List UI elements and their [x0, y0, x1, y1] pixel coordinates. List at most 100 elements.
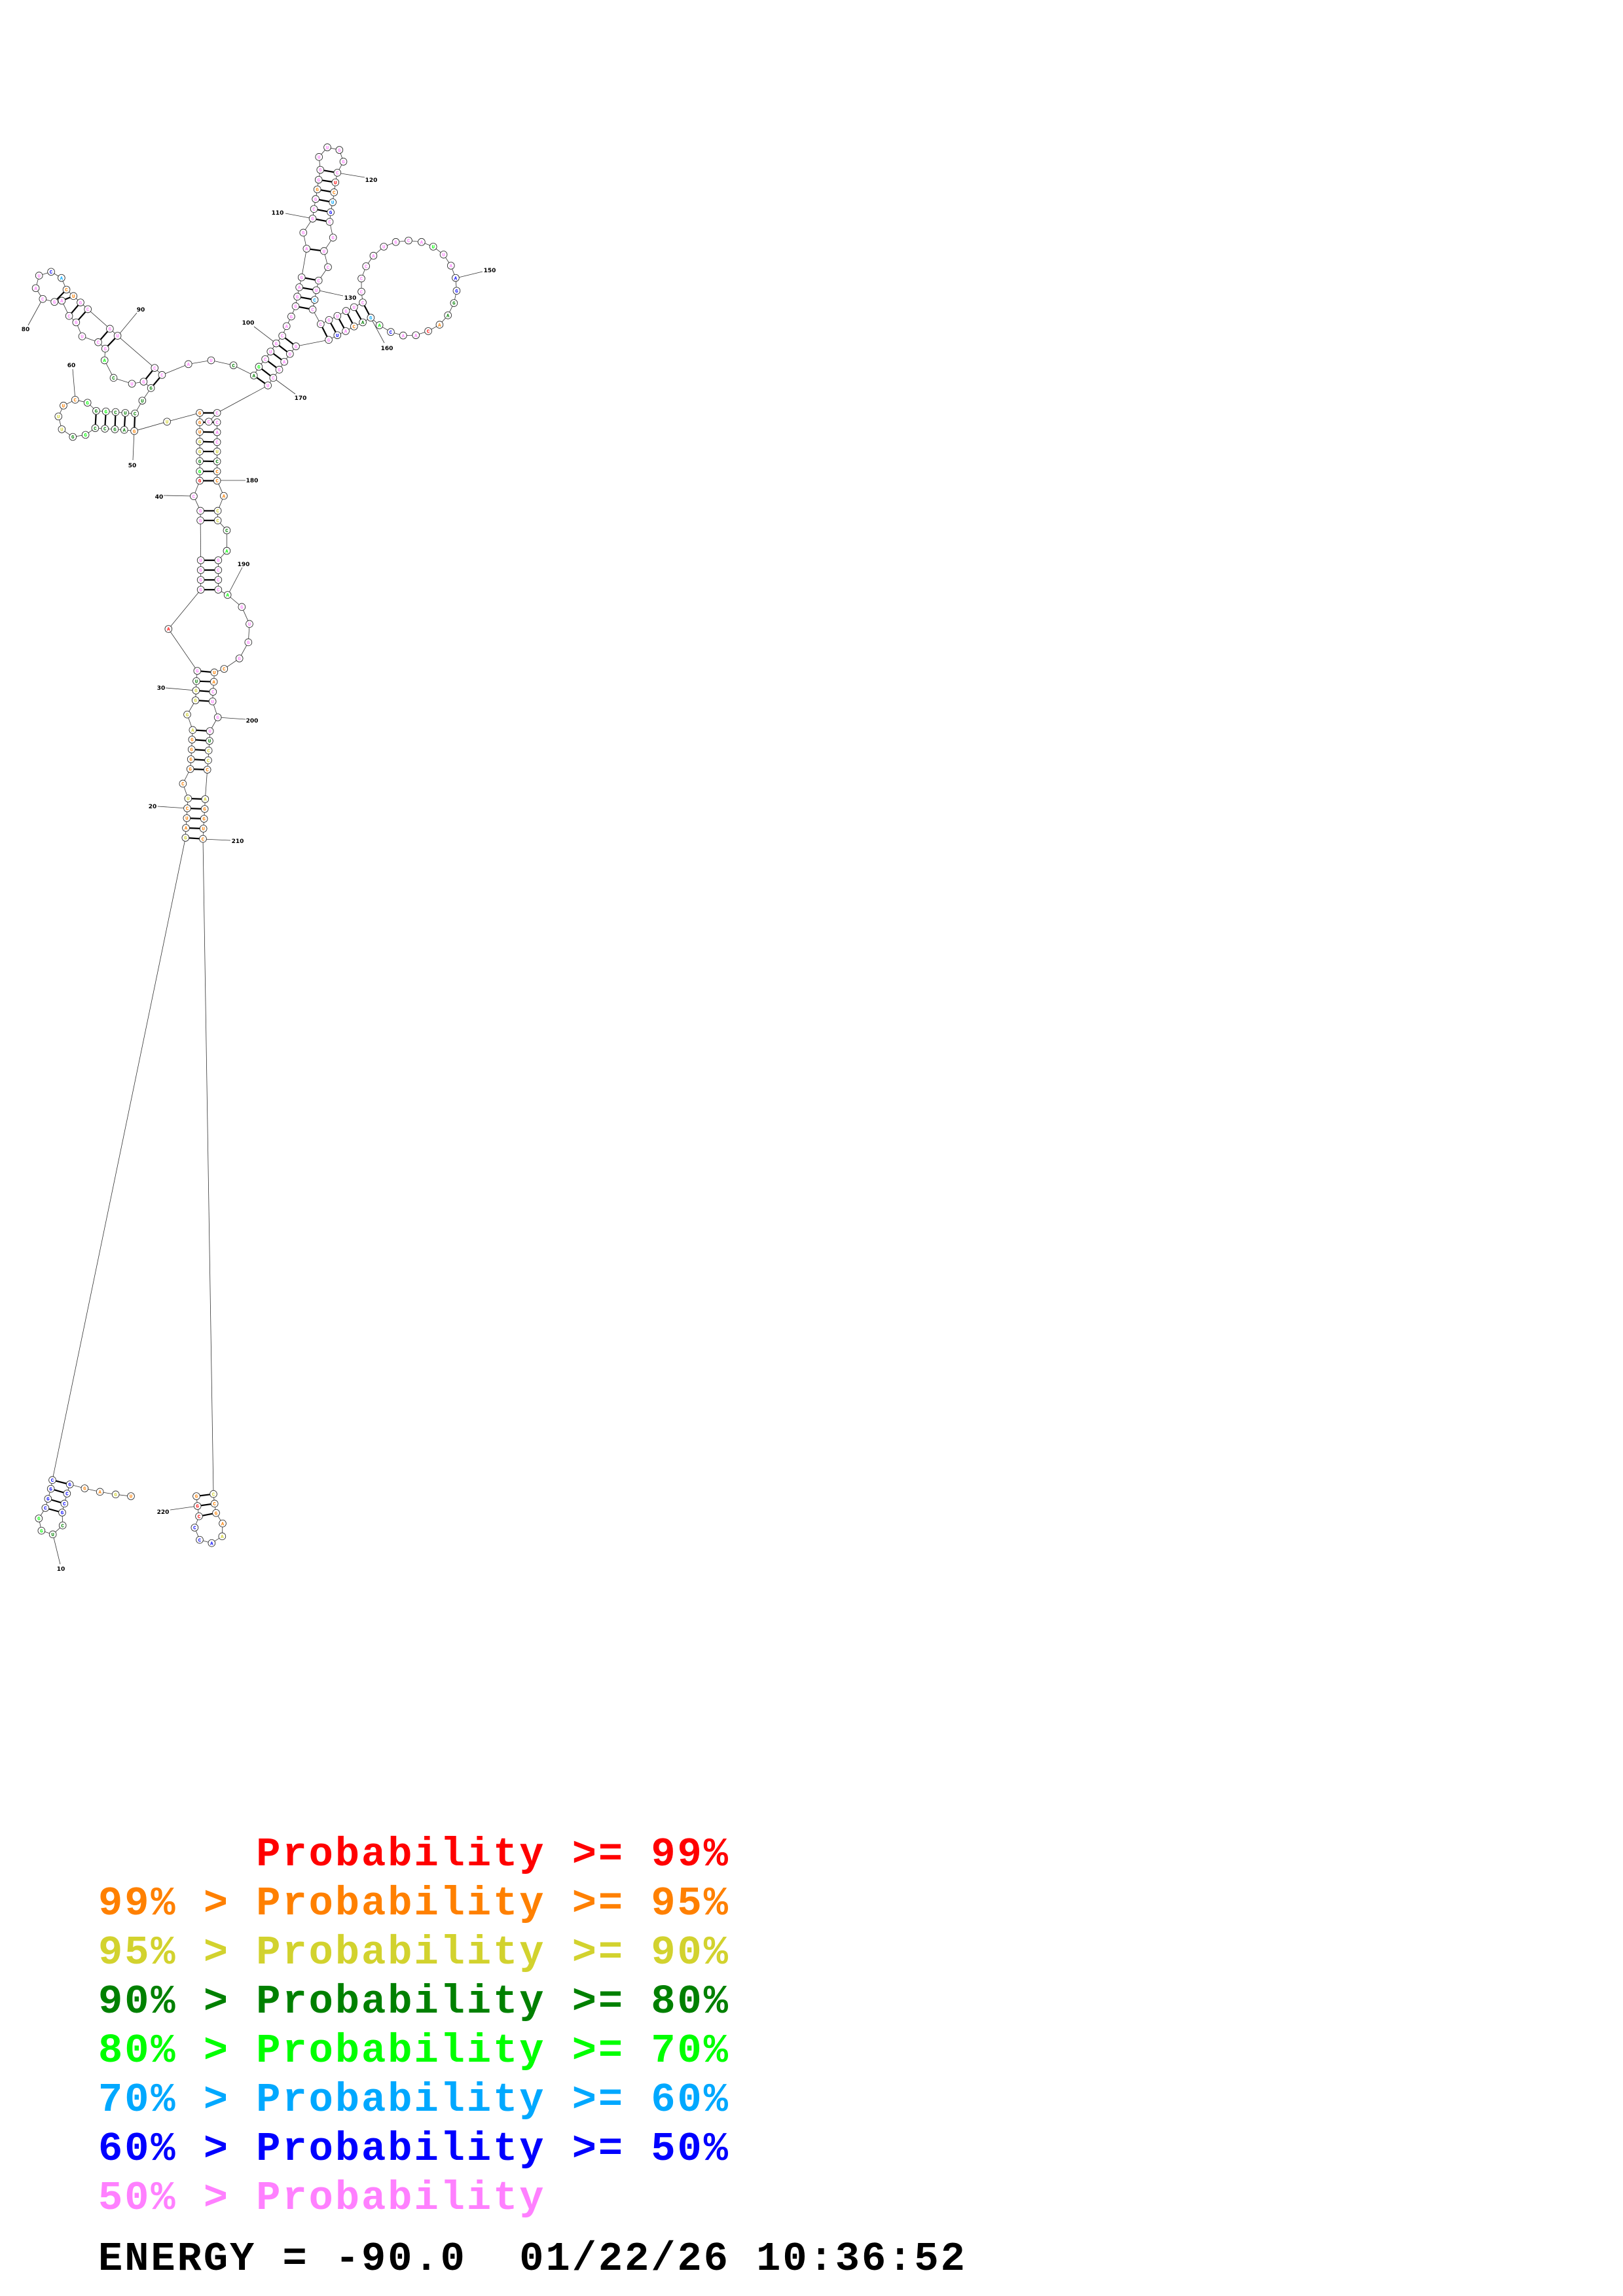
nucleotide-letter: C	[186, 807, 189, 812]
nucleotide-circle	[266, 348, 275, 355]
nucleotide-letter: G	[40, 1529, 43, 1534]
nucleotide: A	[58, 274, 65, 282]
nucleotide: C	[278, 332, 286, 340]
nucleotide-letter: G	[75, 321, 78, 326]
nucleotide: G	[37, 1526, 46, 1535]
nucleotide: C	[84, 305, 92, 314]
nucleotide-circle	[219, 1519, 227, 1528]
nucleotide-circle	[244, 638, 253, 647]
nucleotide-circle	[186, 765, 194, 773]
nucleotide: C	[195, 1512, 203, 1520]
nucleotide: G	[312, 195, 319, 203]
nucleotide: U	[199, 825, 208, 833]
nucleotide-letter: U	[213, 671, 216, 676]
nucleotide-letter: A	[361, 321, 365, 326]
nucleotide-circle	[208, 1539, 216, 1547]
nucleotide-circle	[302, 245, 311, 253]
nucleotide: G	[196, 467, 204, 475]
nucleotide: C	[209, 688, 217, 696]
nucleotide-letter: U	[202, 827, 205, 833]
nucleotide-circle	[320, 247, 328, 255]
nucleotide-letter: G	[191, 738, 194, 744]
nucleotide-letter: G	[199, 579, 202, 584]
nucleotide-letter: A	[305, 247, 308, 253]
nucleotide-circle	[418, 238, 426, 246]
nucleotide: G	[299, 228, 308, 237]
nucleotide-letter: G	[455, 289, 458, 295]
nucleotide-letter: A	[447, 314, 450, 319]
nucleotide-letter: G	[104, 410, 107, 415]
nucleotide-letter: U	[51, 1533, 54, 1538]
nucleotide-circle	[183, 804, 191, 812]
nucleotide-circle	[58, 425, 66, 433]
nucleotide-letter: A	[204, 798, 207, 803]
nucleotide: G	[325, 316, 333, 324]
nucleotide: G	[92, 406, 100, 415]
nucleotide: G	[275, 366, 283, 374]
nucleotide-circle	[106, 325, 114, 333]
nucleotide: C	[205, 418, 213, 426]
nucleotide-circle	[63, 1490, 71, 1498]
nucleotide-circle	[92, 406, 100, 415]
nucleotide: U	[323, 143, 331, 151]
nucleotide-letter: G	[190, 748, 193, 753]
nucleotide-circle	[350, 322, 358, 331]
nucleotide-circle	[203, 766, 211, 774]
nucleotide: G	[272, 339, 280, 348]
nucleotide-letter: G	[46, 1498, 50, 1503]
nucleotide-letter: G	[296, 295, 299, 300]
nucleotide-letter: A	[285, 325, 288, 330]
nucleotide: G	[139, 378, 148, 386]
nucleotide-circle	[199, 834, 207, 843]
nucleotide-circle	[333, 312, 342, 320]
nucleotide-letter: G	[278, 368, 281, 374]
nucleotide: A	[201, 795, 210, 803]
nucleotide: C	[41, 1504, 50, 1512]
nucleotide-circle	[196, 457, 204, 465]
nucleotide-circle	[96, 1488, 104, 1496]
nucleotide-circle	[113, 332, 122, 340]
nucleotide: G	[329, 234, 337, 242]
nucleotide-letter: G	[71, 435, 75, 440]
nucleotide: A	[280, 357, 288, 366]
nucleotide-letter: G	[149, 387, 153, 392]
nucleotide: G	[196, 418, 204, 426]
number-label-leader	[272, 377, 296, 395]
number-label: 20	[149, 804, 157, 810]
number-label-leader	[202, 838, 231, 841]
nucleotide: C	[213, 476, 221, 485]
nucleotide: G	[214, 556, 223, 564]
nucleotide: A	[369, 251, 378, 260]
nucleotide-letter: G	[186, 713, 189, 718]
nucleotide: U	[54, 412, 63, 421]
nucleotide-letter: C	[74, 399, 77, 404]
nucleotide-letter: G	[83, 1487, 86, 1492]
nucleotide: A	[452, 274, 460, 282]
nucleotide-letter: G	[327, 319, 331, 324]
nucleotide-letter: C	[212, 1492, 215, 1498]
legend-row-70-80: 80% > Probability >= 70%	[98, 2028, 730, 2074]
nucleotide-letter: U	[215, 450, 219, 456]
nucleotide: G	[452, 287, 461, 295]
nucleotide-circle	[196, 556, 205, 564]
nucleotide: G	[392, 238, 400, 246]
nucleotide-letter: G	[133, 429, 136, 435]
nucleotide-circle	[325, 218, 334, 226]
nucleotide-letter: U	[187, 797, 190, 802]
nucleotide: G	[212, 1509, 220, 1517]
nucleotide-circle	[196, 576, 205, 584]
nucleotide-circle	[310, 205, 318, 213]
nucleotide-circle	[60, 1499, 69, 1508]
nucleotide-letter: C	[264, 357, 267, 363]
nucleotide-letter: C	[361, 301, 365, 306]
nucleotide-circle	[249, 371, 258, 380]
nucleotide-circle	[78, 332, 86, 340]
nucleotide-circle	[223, 526, 231, 535]
nucleotide-letter: C	[63, 1502, 66, 1507]
nucleotide-circle	[196, 428, 204, 436]
nucleotide-letter: C	[216, 509, 219, 514]
nucleotide-circle	[335, 146, 344, 154]
nucleotide-circle	[58, 296, 66, 305]
nucleotide: U	[331, 178, 340, 187]
